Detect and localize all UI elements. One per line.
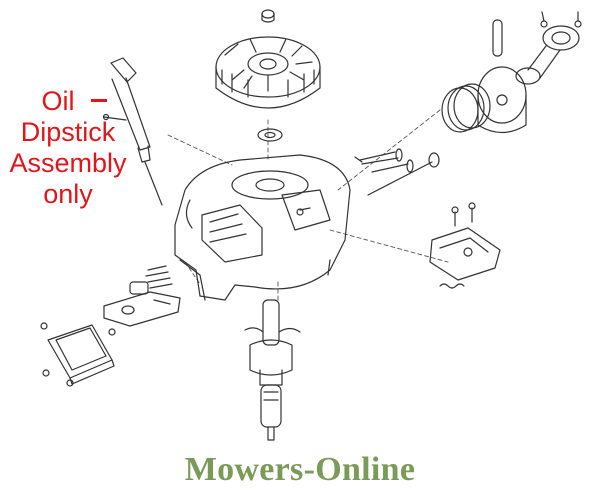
governor-bracket: [429, 202, 501, 281]
callout-line-dipstick: Dipstick: [20, 117, 116, 147]
rocker-plate: [103, 291, 181, 327]
connecting-rod: [515, 11, 582, 85]
engine-block: [174, 154, 351, 301]
callout-line-only: only: [43, 179, 93, 209]
flywheel-nut: [261, 9, 275, 23]
callout-leader-line: [91, 99, 107, 102]
oil-dipstick: [102, 57, 163, 206]
piston: [477, 66, 527, 134]
callout-line-assembly: Assembly: [9, 148, 127, 178]
callout-line-oil: Oil: [41, 86, 75, 116]
mowers-online-watermark: Mowers-Online: [184, 451, 416, 488]
valve-spring: [129, 265, 173, 295]
valves: [354, 148, 414, 173]
valve-cover: [40, 322, 116, 387]
flywheel: [215, 36, 321, 109]
piston-rings: [441, 83, 491, 133]
governor-spring: [439, 283, 465, 289]
piston-pin: [492, 19, 503, 57]
crankshaft: [244, 299, 301, 441]
flywheel-washer: [257, 128, 283, 142]
push-rod: [367, 152, 440, 196]
oil-dipstick-callout: Oil Dipstick Assembly only: [2, 86, 134, 210]
assembly-guide-lines: [167, 109, 449, 301]
